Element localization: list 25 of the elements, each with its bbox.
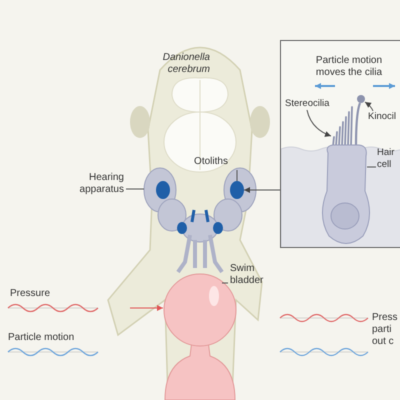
callout-label: Kinocil: [368, 111, 400, 123]
callout-label: Hair cell: [377, 147, 400, 171]
leader-line: [126, 188, 144, 190]
leader-line: [366, 166, 376, 168]
leader-line: [222, 282, 228, 284]
arrow: [244, 187, 280, 193]
inset-panel: [280, 40, 400, 248]
wave-label: Pressure: [10, 288, 52, 300]
leader-line: [236, 170, 238, 182]
species-name: Danionella cerebrum: [162, 52, 210, 76]
kinocilium-drawing: [354, 95, 365, 146]
callout-label: Hearing apparatus: [70, 172, 124, 196]
arrow: [306, 110, 332, 137]
callout-label: Stereocilia: [285, 98, 345, 110]
wave-label: Particle motion: [8, 332, 76, 344]
wave-label: Press parti out c: [372, 312, 399, 348]
callout-label: Otoliths: [186, 156, 236, 168]
arrow: [130, 305, 164, 311]
stereocilia-drawing: [332, 106, 353, 147]
hair-cell-drawing: [322, 144, 370, 244]
otolith: [230, 181, 244, 199]
hearing-apparatus-drawing: [144, 168, 256, 274]
inset-title: Particle motion moves the cilia: [314, 55, 384, 79]
arrow: [364, 102, 374, 112]
callout-label: Swim bladder: [230, 263, 280, 287]
